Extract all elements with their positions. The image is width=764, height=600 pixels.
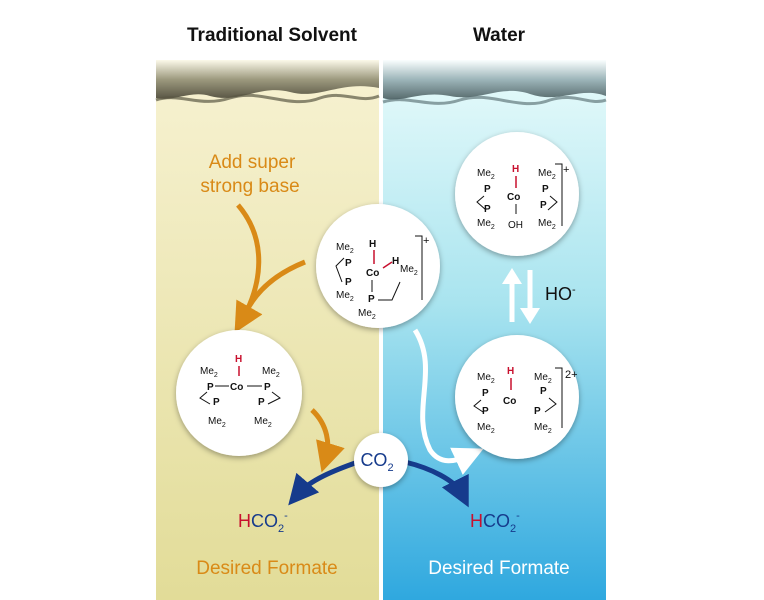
right-formate-product: HCO2- [470, 510, 520, 535]
svg-text:P: P [213, 397, 220, 408]
svg-text:Co: Co [366, 268, 379, 279]
svg-text:Me2: Me2 [477, 218, 495, 231]
right-water-line [382, 95, 607, 106]
svg-text:Me2: Me2 [262, 366, 280, 379]
left-water-line [155, 93, 380, 104]
svg-text:Me2: Me2 [254, 416, 272, 429]
svg-text:Me2: Me2 [477, 372, 495, 385]
right-water-surface [383, 60, 606, 100]
svg-text:Me2: Me2 [477, 422, 495, 435]
svg-text:Me2: Me2 [200, 366, 218, 379]
svg-text:Me2: Me2 [336, 290, 354, 303]
orange-arrow-from-center [243, 259, 306, 314]
left-desired-formate: Desired Formate [196, 558, 338, 579]
equilibrium-arrows [502, 268, 540, 324]
svg-text:+: + [423, 235, 429, 247]
svg-text:CO2: CO2 [360, 450, 393, 474]
svg-text:P: P [345, 258, 352, 269]
svg-text:P: P [264, 382, 271, 393]
orange-arrow-to-co2 [310, 408, 345, 473]
left-panel-bg [156, 60, 379, 600]
molecule-center: + Me2 P P Me2 Co H H Me2 P Me2 [316, 204, 440, 328]
svg-text:Co: Co [230, 382, 243, 393]
header-traditional-solvent: Traditional Solvent [187, 25, 358, 46]
svg-text:Me2: Me2 [336, 242, 354, 255]
svg-text:Me2: Me2 [400, 264, 418, 277]
svg-text:P: P [482, 406, 489, 417]
svg-text:H: H [369, 239, 376, 250]
svg-text:Me2: Me2 [534, 422, 552, 435]
svg-text:H: H [507, 366, 514, 377]
svg-text:+: + [563, 164, 569, 176]
svg-text:P: P [540, 386, 547, 397]
svg-text:Me2: Me2 [538, 218, 556, 231]
svg-text:P: P [258, 397, 265, 408]
svg-text:Me2: Me2 [534, 372, 552, 385]
svg-text:P: P [484, 184, 491, 195]
molecule-right-top: + H Me2 Me2 P Co P P P OH Me2 Me2 [455, 132, 579, 256]
left-water-surface [156, 60, 379, 99]
svg-text:H: H [392, 256, 399, 267]
left-formate-product: HCO2- [238, 510, 288, 535]
svg-text:Me2: Me2 [208, 416, 226, 429]
molecule-left: H Me2 Me2 P Co P P P Me2 Me2 [176, 330, 302, 456]
svg-text:OH: OH [508, 220, 523, 231]
svg-text:P: P [540, 200, 547, 211]
white-arrow-to-right [412, 328, 484, 475]
svg-text:P: P [484, 204, 491, 215]
svg-text:Co: Co [507, 192, 520, 203]
right-desired-formate: Desired Formate [428, 558, 570, 579]
svg-text:P: P [207, 382, 214, 393]
svg-text:Co: Co [503, 396, 516, 407]
ho-minus-label: HO- [545, 284, 576, 304]
header-water: Water [473, 25, 526, 46]
svg-text:H: H [512, 164, 519, 175]
add-base-line1: Add super [209, 152, 296, 173]
svg-text:P: P [534, 406, 541, 417]
add-base-line2: strong base [200, 176, 299, 197]
svg-text:H: H [235, 354, 242, 365]
navy-arrow-left [288, 459, 359, 506]
svg-text:2+: 2+ [565, 369, 578, 381]
svg-text:Me2: Me2 [477, 168, 495, 181]
svg-text:Me2: Me2 [538, 168, 556, 181]
navy-arrow-right [404, 459, 469, 508]
svg-text:P: P [368, 294, 375, 305]
molecule-right-bottom: 2+ H Me2 Me2 P Co P P P Me2 Me2 [455, 335, 579, 459]
co2-circle: CO2 [354, 433, 408, 487]
svg-text:P: P [345, 277, 352, 288]
svg-text:Me2: Me2 [358, 308, 376, 321]
svg-text:P: P [482, 388, 489, 399]
svg-text:P: P [542, 184, 549, 195]
